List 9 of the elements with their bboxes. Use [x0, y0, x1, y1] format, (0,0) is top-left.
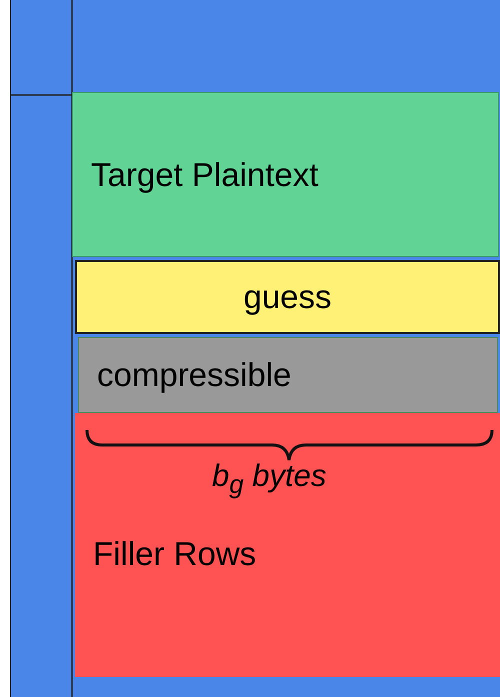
- filler-block: [75, 413, 500, 677]
- block-label: Target Plaintext: [91, 156, 318, 194]
- guess-block: [75, 260, 500, 334]
- plaintext-block: [72, 92, 499, 257]
- block-label: compressible: [97, 356, 292, 394]
- size-label: b$_{g}$ bytes: [212, 458, 326, 500]
- block-label: Filler Rows: [93, 535, 256, 573]
- compressible-block: [78, 337, 498, 413]
- block-label: guess: [243, 278, 332, 316]
